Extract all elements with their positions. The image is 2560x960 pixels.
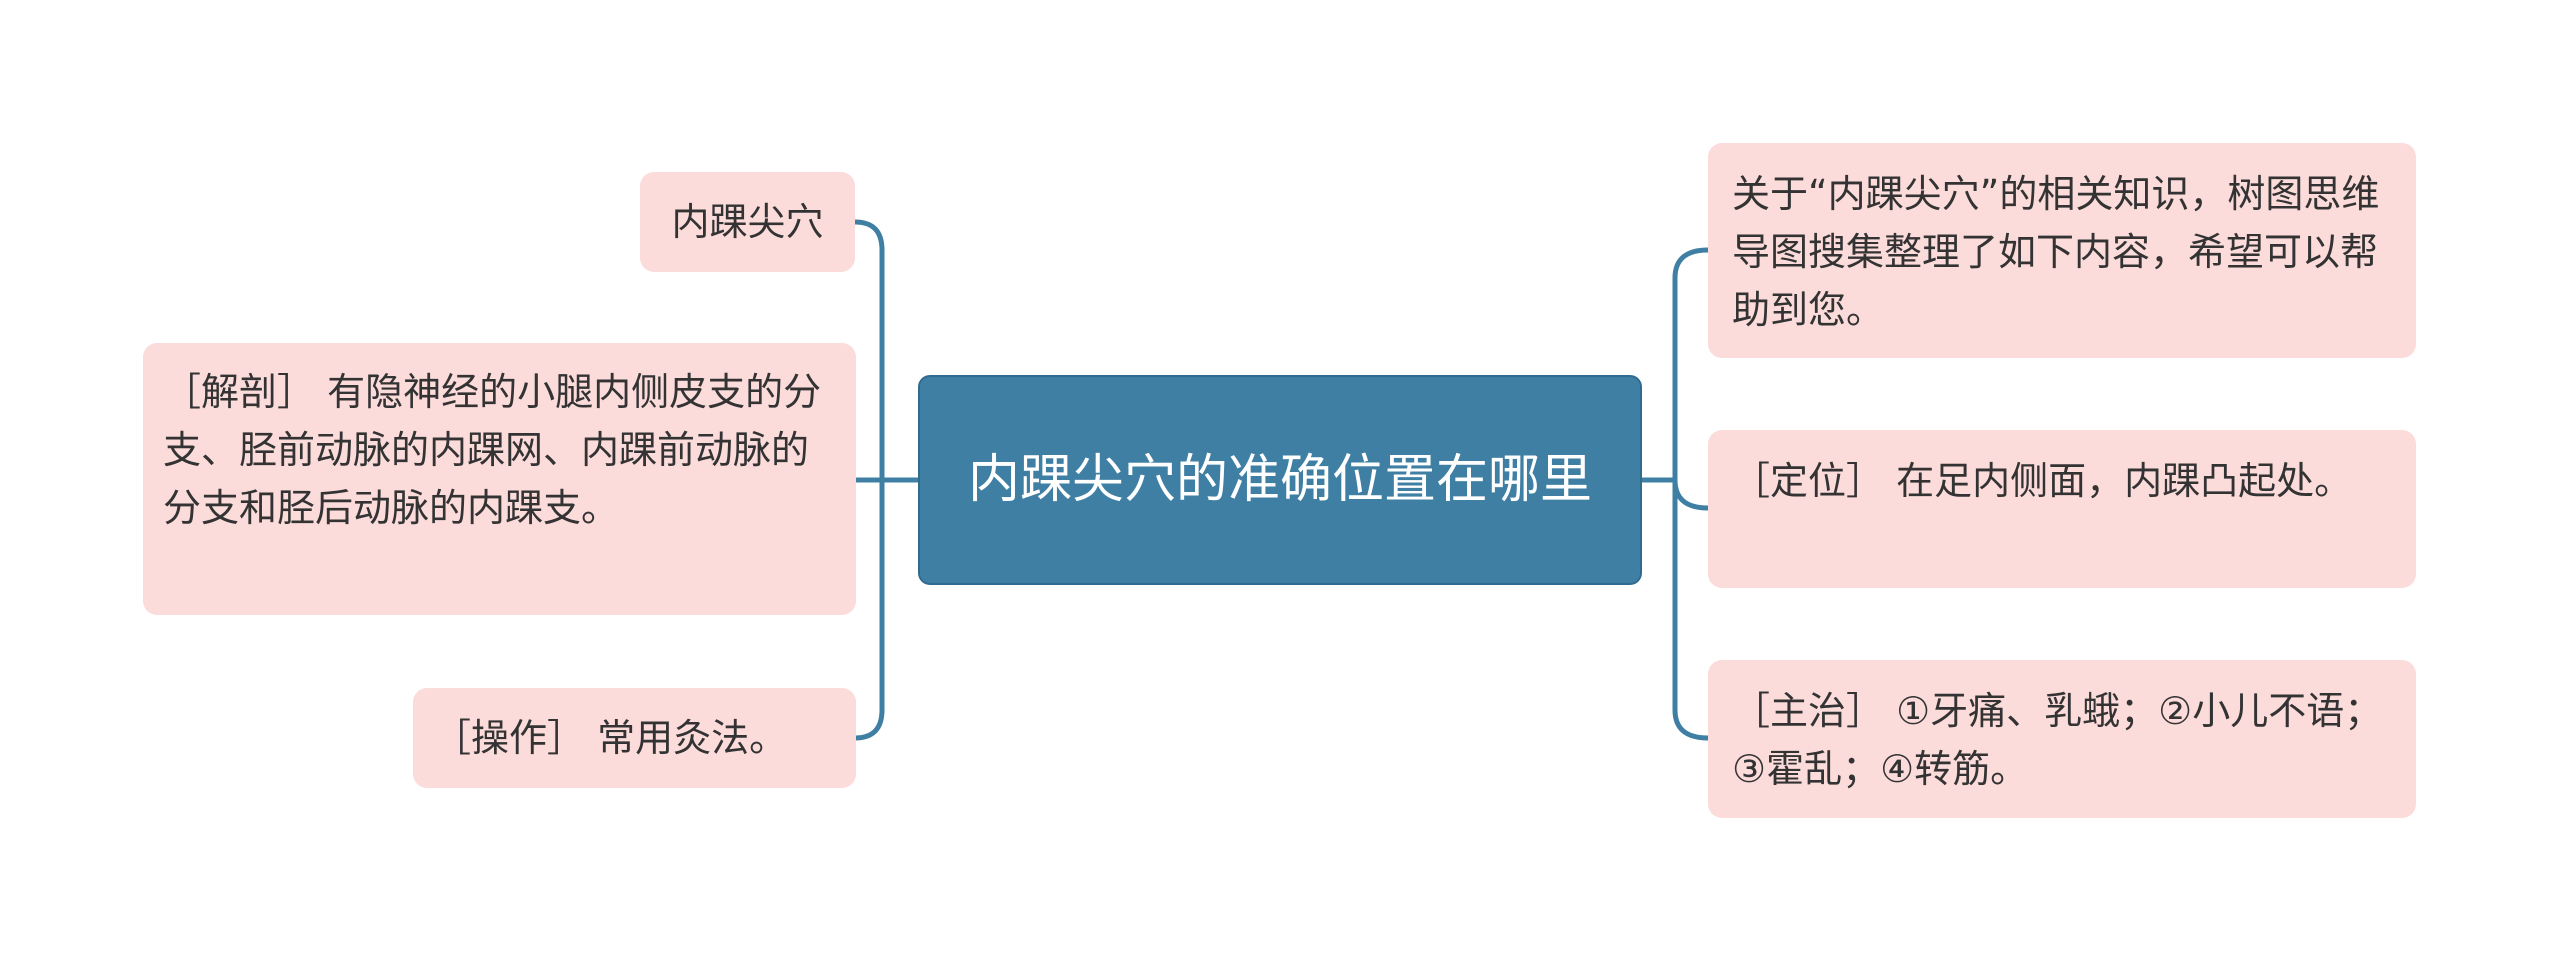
right-node-location[interactable]: ［定位］ 在足内侧面，内踝凸起处。: [1708, 430, 2416, 588]
left-node-operation-label: ［操作］ 常用灸法。: [433, 716, 788, 760]
left-node-name-label: 内踝尖穴: [671, 200, 824, 244]
right-node-indications-label: ［主治］ ①牙痛、乳蛾；②小儿不语；③霍乱；④转筋。: [1732, 689, 2383, 791]
central-topic-label: 内踝尖穴的准确位置在哪里: [967, 450, 1592, 510]
left-node-name[interactable]: 内踝尖穴: [640, 172, 855, 272]
right-node-intro[interactable]: 关于“内踝尖穴”的相关知识，树图思维导图搜集整理了如下内容，希望可以帮助到您。: [1708, 143, 2416, 358]
central-topic[interactable]: 内踝尖穴的准确位置在哪里: [918, 375, 1642, 585]
connector-right-middle: [1672, 477, 1711, 511]
left-node-anatomy-label: ［解剖］ 有隐神经的小腿内侧皮支的分支、胫前动脉的内踝网、内踝前动脉的分支和胫后…: [163, 370, 822, 530]
left-node-operation[interactable]: ［操作］ 常用灸法。: [413, 688, 856, 788]
left-node-anatomy[interactable]: ［解剖］ 有隐神经的小腿内侧皮支的分支、胫前动脉的内踝网、内踝前动脉的分支和胫后…: [143, 343, 856, 615]
right-node-indications[interactable]: ［主治］ ①牙痛、乳蛾；②小儿不语；③霍乱；④转筋。: [1708, 660, 2416, 818]
right-node-intro-label: 关于“内踝尖穴”的相关知识，树图思维导图搜集整理了如下内容，希望可以帮助到您。: [1732, 172, 2380, 332]
right-node-location-label: ［定位］ 在足内侧面，内踝凸起处。: [1732, 459, 2353, 503]
